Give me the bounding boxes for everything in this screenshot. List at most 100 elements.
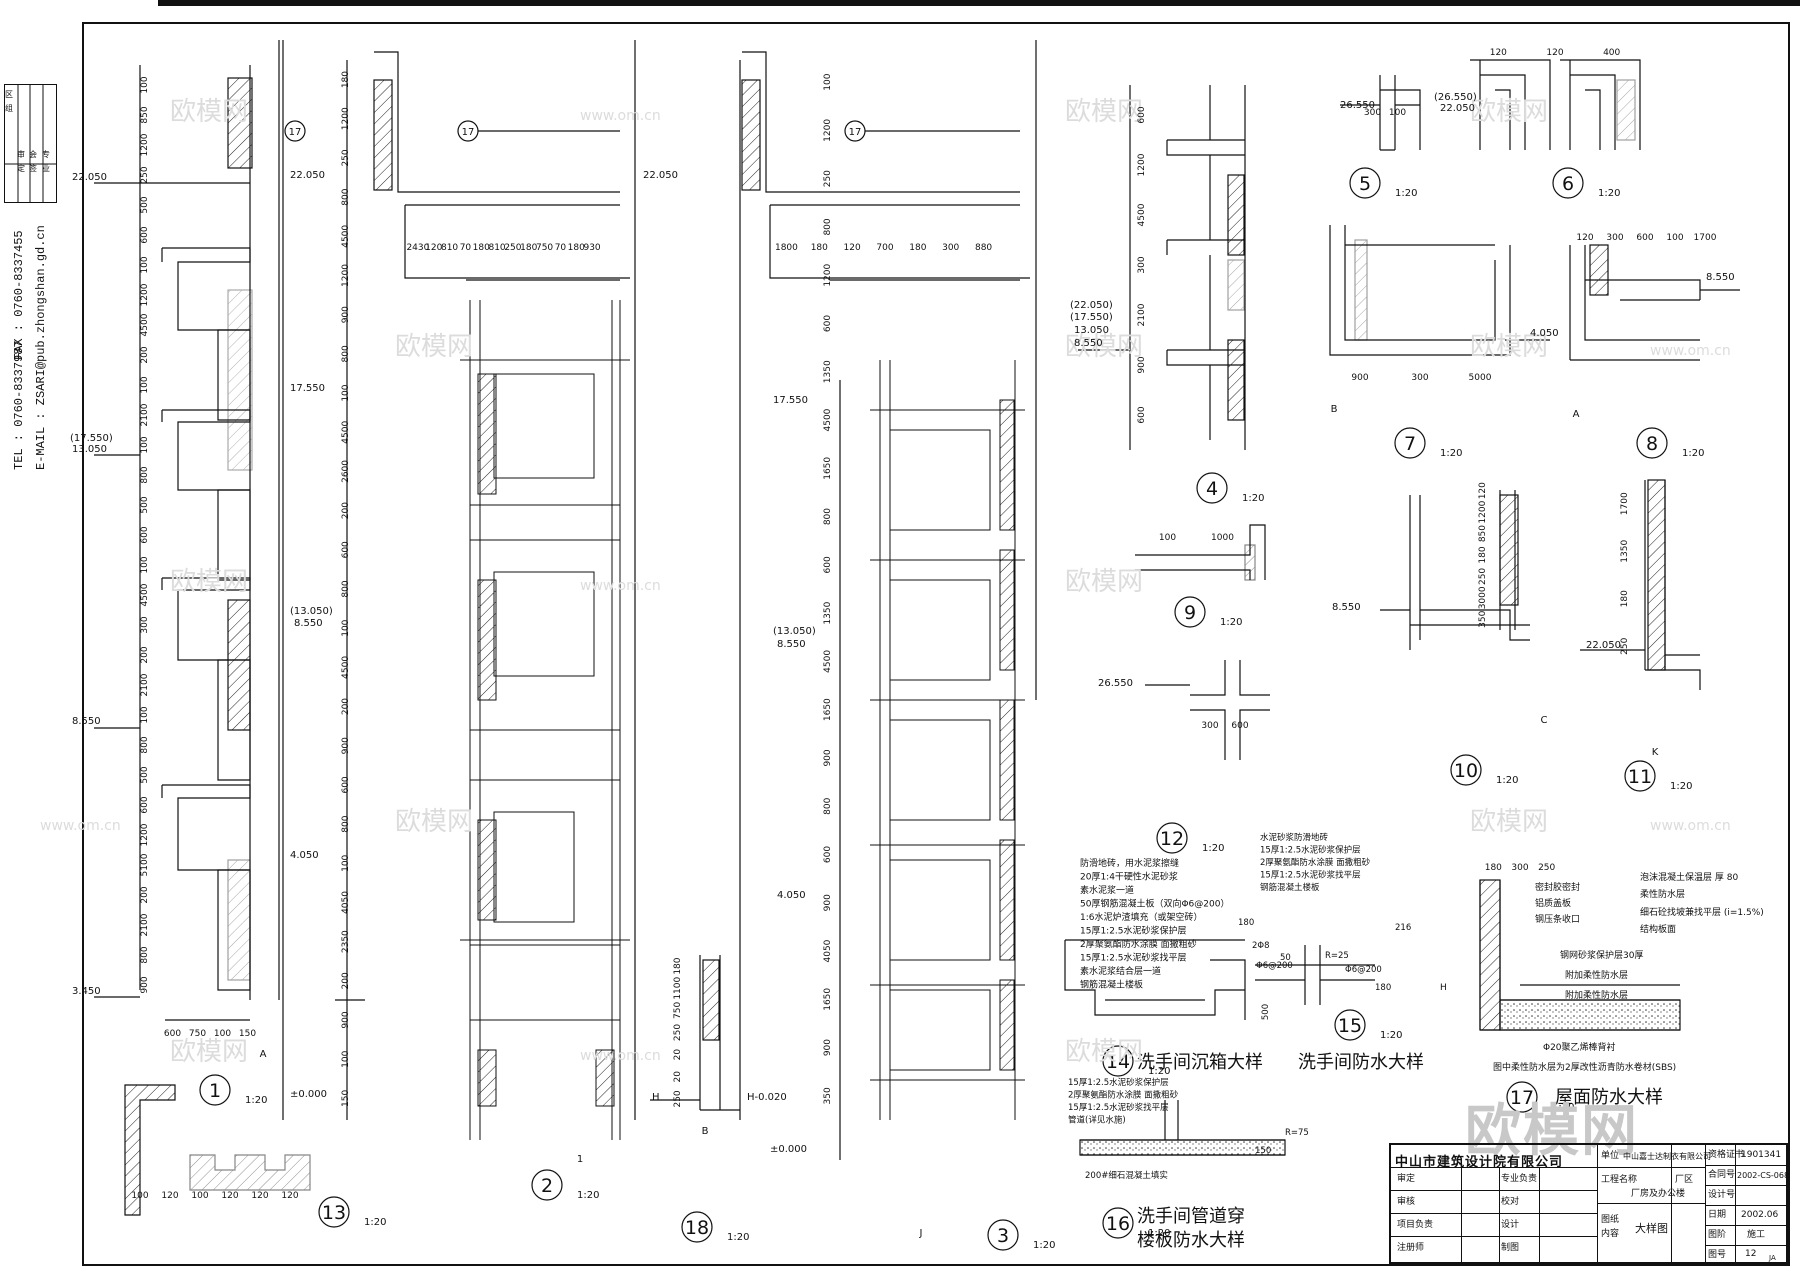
note-d14-6: 2厚聚氨酯防水涂膜 面撒粗砂 [1080,938,1197,950]
level-d4-3: 8.550 [1074,338,1103,349]
dim-d13-3: 120 [221,1191,238,1201]
role-approve: 审定 [1397,1174,1416,1184]
level-d1-2: 13.050 [72,444,107,455]
dim-d2h-7: 180 [520,243,537,253]
role-check: 校对 [1501,1197,1520,1207]
detail-marker-15 [1334,1009,1366,1041]
detail-number-12: 12 [1160,828,1184,850]
dim-d3h-5: 300 [942,243,959,253]
dim-d1-17: 4500 [140,583,150,606]
dim-d2v-8: 100 [341,384,351,401]
axis-d3: J [919,1228,923,1239]
watermark-url-0: www.om.cn [580,108,661,124]
dim-d1h-2: 100 [214,1029,231,1039]
note-d16-6: 150 [1255,1146,1271,1156]
note-d15-dim-0: R=25 [1325,951,1349,961]
axis-d18: B [702,1126,709,1137]
note-d15-dim-3: 180 [1375,983,1391,993]
dim-d1-2: 1200 [140,133,150,156]
detail-number-1: 1 [209,1080,221,1102]
dim-d2v-19: 800 [341,815,351,832]
level-d6a: (26.550) [1434,92,1477,103]
dim-d2v-25: 100 [341,1050,351,1067]
dim-d2v-4: 4500 [341,225,351,248]
detail-scale-15: 1:20 [1380,1030,1402,1041]
note-d16-5: R=75 [1285,1128,1309,1138]
dim-d2v-3: 800 [341,188,351,205]
dim-d3h-3: 700 [876,243,893,253]
detail-7-8 [1329,225,1740,361]
stamp-label-8: 业 [42,164,50,173]
dim-d1-7: 1200 [140,283,150,306]
project-a: 厂区 [1675,1175,1694,1185]
note-d17-3: 结构板面 [1640,923,1676,935]
dim-d3v-0: 100 [823,73,833,90]
detail-scale-9: 1:20 [1220,617,1242,628]
cert-no: 1901341 [1741,1150,1782,1160]
dim-d1-20: 2100 [140,673,150,696]
note-d17-footer: 图中柔性防水层为2厚改性沥青防水卷材(SBS) [1493,1061,1676,1073]
detail-scale-4: 1:20 [1242,493,1264,504]
note-d17-0: 泡沫混凝土保温层 厚 80 [1640,871,1738,883]
dim-d1-30: 900 [140,976,150,993]
note-d14-dim-1: 2Φ8 [1252,941,1270,951]
level-d1-1: (17.550) [70,433,113,444]
detail-scale-17: 1:20 [1552,1102,1574,1113]
level-d2-4: 4.050 [290,850,319,861]
detail-marker-2 [531,1169,563,1201]
note-d16-4: 200#细石混凝土填实 [1085,1170,1168,1181]
dim-d1-18: 300 [140,616,150,633]
dim-d18-3: 250 [673,1024,683,1041]
dim-d18-1: 1100 [673,976,683,999]
level-d5: 26.550 [1340,100,1375,111]
dim-d1-22: 800 [140,736,150,753]
level-d4-2: 13.050 [1074,325,1109,336]
watermark-text-10: 欧模网 [170,1037,248,1067]
dim-d4v-5: 900 [1137,356,1147,373]
dim-d9-0: 100 [1159,533,1176,543]
dim-d13-1: 120 [161,1191,178,1201]
level-d8: 8.550 [1706,272,1735,283]
note-d15-dim-4: Φ6@200 [1345,965,1382,975]
note-d15-dim-2: 50 [1280,953,1291,963]
dim-d13-2: 100 [191,1191,208,1201]
dim-d2v-12: 600 [341,541,351,558]
note-d15-4: 钢筋混凝土楼板 [1260,882,1320,893]
stamp-label-3: 审 [17,150,25,159]
note-d15-0: 水泥砂浆防滑地砖 [1260,832,1329,843]
dim-d2v-14: 100 [341,619,351,636]
note-d17-1: 柔性防水层 [1640,888,1685,900]
stage-value: 施工 [1747,1230,1766,1240]
detail-number-4: 4 [1206,478,1218,500]
watermark-text-3: 欧模网 [395,332,473,362]
dim-d3h-1: 180 [811,243,828,253]
dim-d11-1: 1350 [1620,540,1630,563]
detail-3-section [739,51,1030,1160]
drawing-frame [82,22,1790,1266]
dim-d4v-0: 600 [1137,106,1147,123]
role-design: 设计 [1501,1220,1520,1230]
note-d14-8: 素水泥浆结合层一道 [1080,965,1161,977]
dim-d3v-2: 250 [823,170,833,187]
dim-d2v-13: 800 [341,580,351,597]
dim-d11-2: 180 [1620,590,1630,607]
dim-d3v-20: 900 [823,1039,833,1056]
dim-d8-4: 1700 [1694,233,1717,243]
detail-2-section [335,51,630,1140]
callout-17-d2: 17 [462,127,475,138]
note-d17-4: 密封胶密封 [1535,881,1580,893]
dim-d4v-4: 2100 [1137,303,1147,326]
dim-d17-2: 250 [1538,863,1555,873]
note-d14-2: 素水泥浆一道 [1080,884,1134,896]
dim-d3h-4: 180 [909,243,926,253]
dim-d1-12: 100 [140,436,150,453]
note-d16-2: 15厚1:2.5水泥砂浆找平层 [1068,1102,1169,1113]
dim-d3v-17: 900 [823,894,833,911]
detail-number-11: 11 [1628,766,1652,788]
detail-number-10: 10 [1454,760,1478,782]
dim-d9-1: 1000 [1211,533,1234,543]
watermark-text-6: 欧模网 [170,567,248,597]
watermark-url-5: www.om.cn [1650,818,1731,834]
dim-d1-11: 2100 [140,403,150,426]
dim-d3v-8: 1650 [823,457,833,480]
